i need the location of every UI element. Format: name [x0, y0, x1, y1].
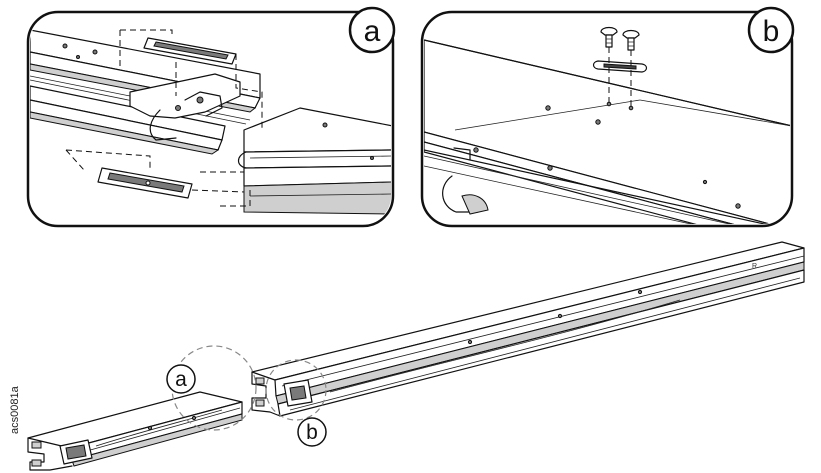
slide-plate-top — [143, 37, 237, 65]
right-rail-section — [237, 107, 391, 215]
retaining-plate — [592, 60, 648, 73]
screws — [600, 26, 640, 51]
detail-panel-b: b — [420, 6, 795, 228]
assembly-guide-lines — [65, 29, 263, 207]
callout-label-a: a — [175, 368, 187, 391]
svg-text:R: R — [752, 263, 757, 270]
detail-label-b: b — [763, 15, 780, 48]
figure-id-label: acs0081a — [9, 385, 21, 434]
callout-label-b: b — [306, 421, 318, 444]
rail-top-surface — [424, 39, 790, 224]
callout-a: a — [166, 364, 196, 394]
left-rail-section — [30, 29, 261, 155]
callout-b: b — [297, 417, 327, 447]
slide-plate-bottom — [97, 167, 193, 199]
detail-label-a: a — [364, 15, 381, 48]
main-rail-assembly: R — [27, 241, 805, 471]
detail-panel-a: a — [26, 6, 396, 228]
